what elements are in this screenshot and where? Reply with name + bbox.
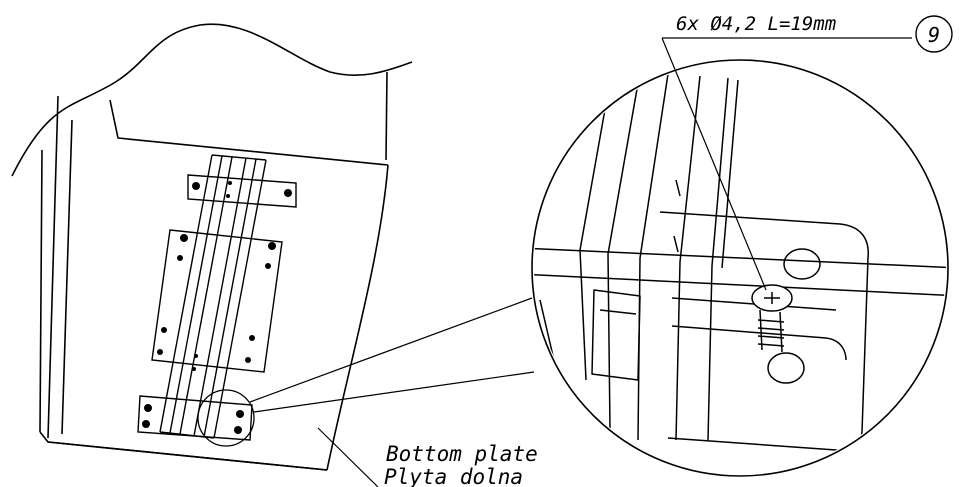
rail-screws (142, 181, 292, 434)
screw-spec-text: 6x Ø4,2 L=19mm (676, 13, 836, 35)
rail-assembly (137, 154, 297, 441)
screw-callout: 6x Ø4,2 L=19mm 9 (661, 13, 953, 291)
part-number-text: 9 (928, 23, 940, 47)
bottom-plate-leader (317, 427, 379, 487)
detail-marker-circle (197, 389, 255, 447)
detail-connector-lines (249, 297, 535, 413)
part-number-circle (915, 15, 953, 53)
bottom-plate-label-pl: Plyta dolna (384, 465, 523, 487)
bottom-plate-label: Bottom plate (386, 442, 538, 466)
cabinet-outline (11, 23, 413, 471)
magnified-detail (531, 59, 949, 477)
screw-leader-line (661, 37, 767, 291)
